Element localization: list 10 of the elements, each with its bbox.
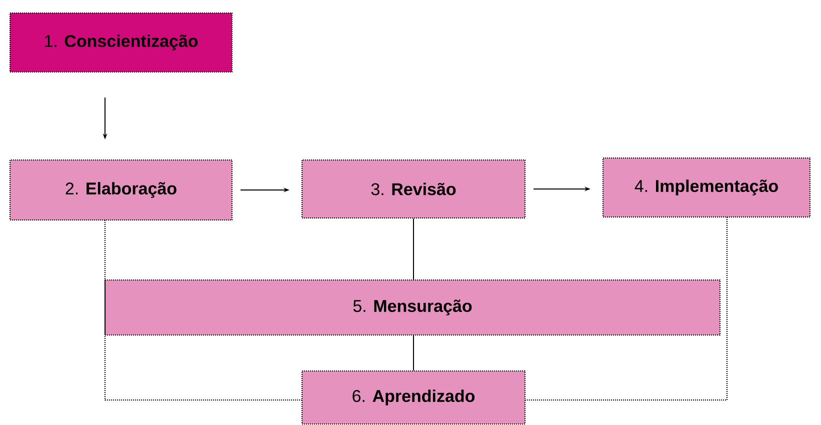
connector-line [104, 219, 302, 400]
process-box: 2. Elaboração [10, 160, 232, 220]
process-box: 6. Aprendizado [302, 370, 526, 424]
connector-line [413, 334, 414, 371]
connector-line [413, 218, 414, 280]
process-box: 5. Mensuração [104, 279, 720, 336]
connector-line [525, 216, 728, 400]
process-box: 3. Revisão [302, 160, 526, 218]
process-box: 4. Implementação [602, 158, 810, 218]
process-box: 1. Conscientização [10, 12, 232, 72]
